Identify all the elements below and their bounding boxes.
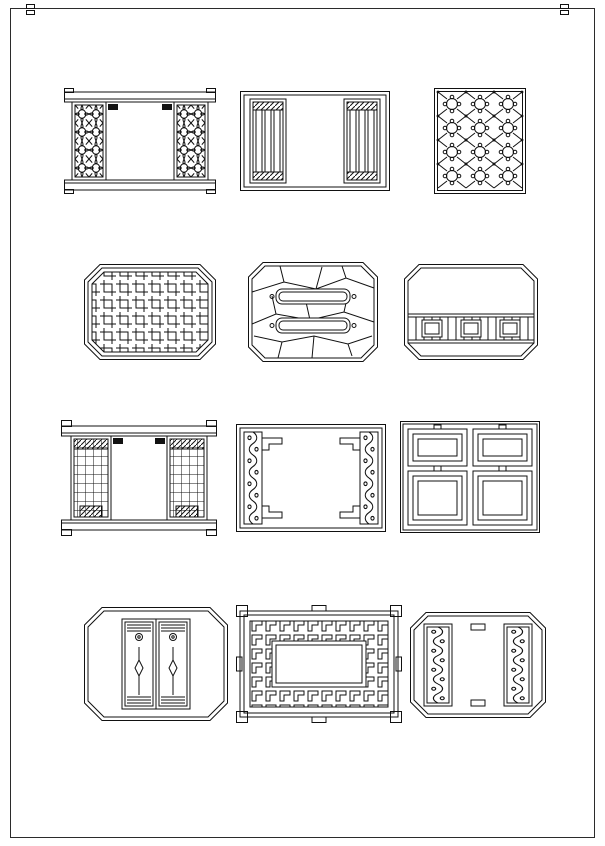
top-rail: [61, 420, 217, 437]
double-door-octagon-drawing: [84, 607, 228, 721]
cad-block-meander-panel: [236, 605, 402, 723]
rosette-panel-drawing: [434, 88, 526, 194]
hardware-block: [162, 104, 172, 110]
lattice-band: [408, 313, 534, 344]
cad-block-grid-side-window: [61, 420, 217, 536]
cad-block-carved-side-window: [64, 88, 216, 194]
cartouche-upper: [269, 288, 357, 305]
sash-top-left: [407, 424, 468, 467]
slat-window-drawing: [240, 91, 390, 191]
left-carved-panel: [423, 623, 453, 707]
hardware-block: [155, 438, 165, 444]
right-slat-panel: [343, 98, 381, 184]
cad-block-scroll-border-frame: [236, 424, 386, 532]
crackle-octagon-drawing: [248, 262, 378, 362]
top-rail: [64, 88, 216, 103]
sash-bottom-left: [407, 465, 468, 526]
ice-crackle-lattice: [251, 265, 375, 359]
grid-side-window-drawing: [61, 420, 217, 536]
cad-block-transom-octagon: [404, 264, 538, 360]
left-scroll-strip: [243, 431, 263, 525]
bottom-rail: [64, 179, 216, 194]
sheet-corner-mark-right: [560, 4, 569, 15]
scroll-border-frame-drawing: [236, 424, 386, 532]
hardware-block: [108, 104, 118, 110]
sheet-border: [10, 8, 595, 838]
fret-lattice-fill: [91, 271, 209, 353]
cad-block-carved-side-octagon: [410, 612, 546, 718]
sash-bottom-right: [472, 465, 533, 526]
right-door: [155, 618, 191, 710]
cad-block-casement-window: [400, 421, 540, 533]
cad-block-fret-octagon: [84, 264, 216, 360]
corner-brackets: [262, 437, 360, 519]
meander-band: [249, 620, 389, 708]
ring-pull: [135, 633, 143, 641]
right-scroll-strip: [359, 431, 379, 525]
center-opening: [105, 101, 175, 181]
left-door: [121, 618, 157, 710]
left-slat-panel: [249, 98, 287, 184]
edge-tabs: [236, 605, 402, 723]
left-grid-panel: [70, 435, 112, 521]
hardware-block: [470, 623, 486, 631]
bottom-rail: [61, 519, 217, 536]
rosette-lattice: [436, 90, 524, 189]
center-opening: [271, 640, 367, 688]
hardware-block: [113, 438, 123, 444]
cad-block-double-door-octagon: [84, 607, 228, 721]
hardware-block: [470, 699, 486, 707]
sash-top-right: [472, 424, 533, 467]
center-opening: [110, 435, 168, 521]
ring-pull: [169, 633, 177, 641]
right-grid-panel: [166, 435, 208, 521]
meander-panel-drawing: [236, 605, 402, 723]
cad-block-rosette-panel: [434, 88, 526, 194]
right-lattice-panel: [173, 101, 209, 181]
cad-block-slat-window: [240, 91, 390, 191]
right-carved-panel: [503, 623, 533, 707]
carved-side-window-drawing: [64, 88, 216, 194]
carved-side-octagon-drawing: [410, 612, 546, 718]
left-lattice-panel: [71, 101, 107, 181]
cad-block-crackle-octagon: [248, 262, 378, 362]
casement-window-drawing: [400, 421, 540, 533]
sheet-corner-mark-left: [26, 4, 35, 15]
transom-octagon-drawing: [404, 264, 538, 360]
fret-octagon-drawing: [84, 264, 216, 360]
cartouche-lower: [269, 317, 357, 334]
